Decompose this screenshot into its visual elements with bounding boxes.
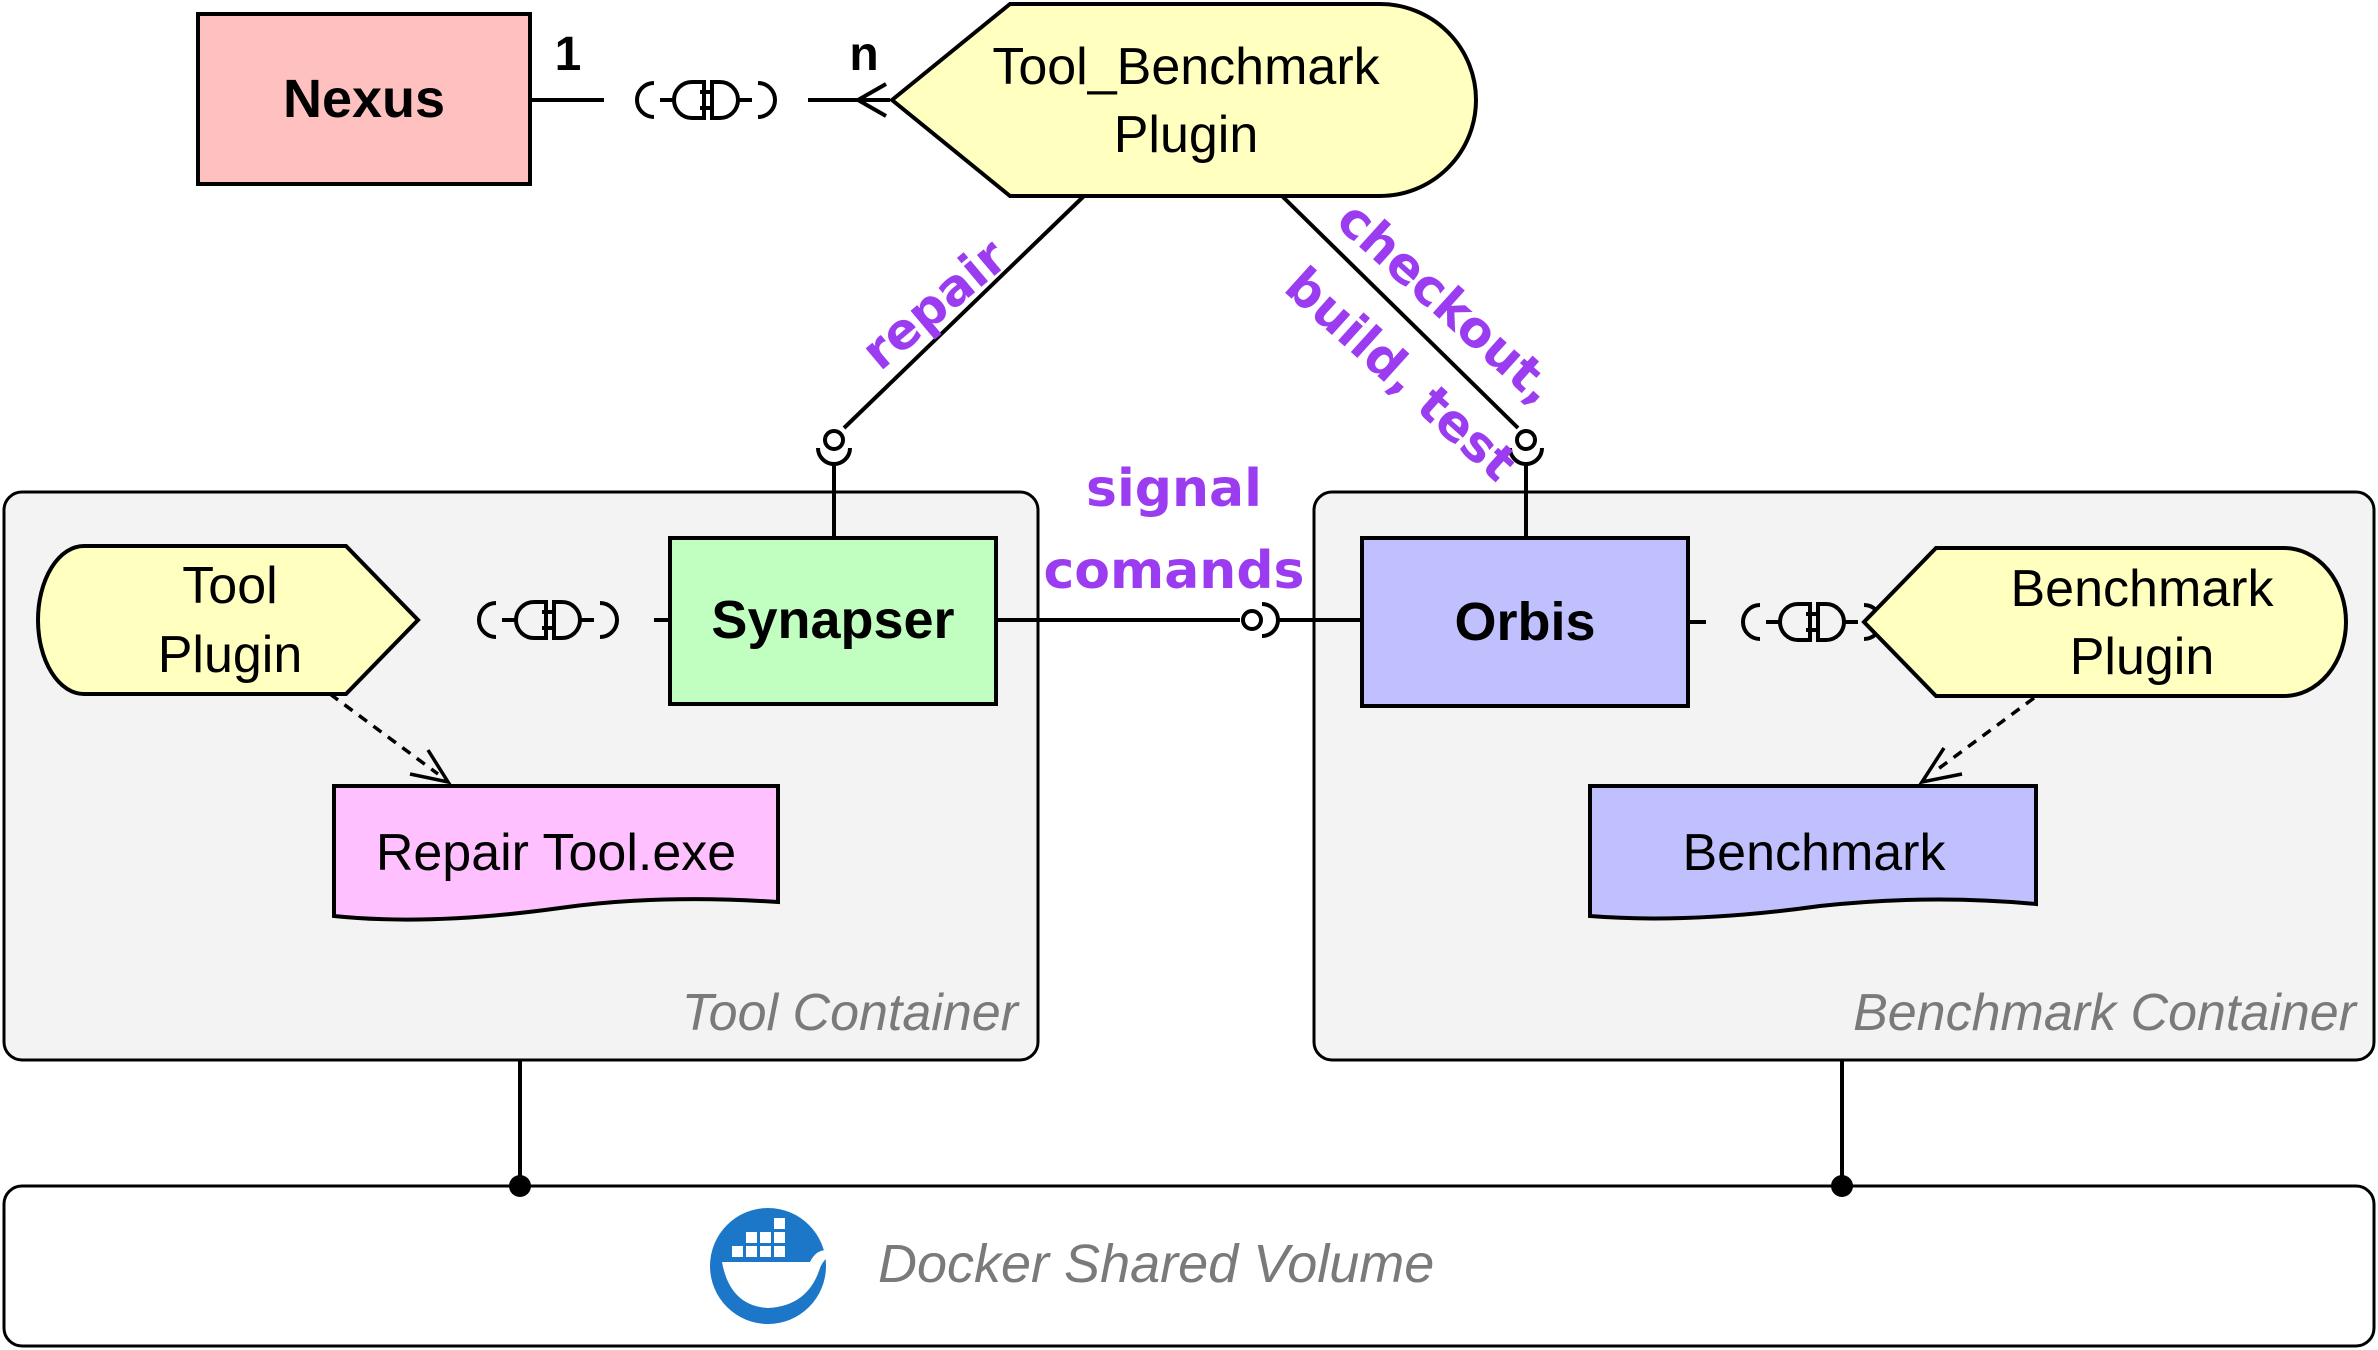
benchmark-plugin-line2: Plugin <box>2070 628 2215 686</box>
tool-container-label: Tool Container <box>682 984 1021 1042</box>
multiplicity-one: 1 <box>555 28 582 81</box>
repair-tool-node <box>332 784 780 922</box>
benchmark-plugin-dependency <box>1932 696 2036 774</box>
benchmark-container-label: Benchmark Container <box>1853 984 2359 1042</box>
tool-benchmark-plugin-node <box>888 1 1478 198</box>
benchmark-plugin-line1: Benchmark <box>2011 560 2275 618</box>
synapser-label: Synapser <box>711 590 954 650</box>
orbis-label: Orbis <box>1454 592 1595 652</box>
shared-volume-container <box>2 1184 2376 1348</box>
shared-volume-label: Docker Shared Volume <box>878 1234 1434 1294</box>
signal-edge-label-line1: signal <box>1086 459 1262 519</box>
benchmark-node <box>1588 784 2038 921</box>
tool-volume-joint <box>509 1175 531 1197</box>
crowfoot-arrow-icon <box>853 82 887 118</box>
nexus-plug-icon <box>635 78 777 122</box>
tool-benchmark-plugin-line1: Tool_Benchmark <box>992 38 1380 96</box>
tool-benchmark-plugin-line2: Plugin <box>1114 106 1259 164</box>
benchmark-volume-joint <box>1831 1175 1853 1197</box>
tool-plugin-dependency <box>328 692 440 776</box>
orbis-node <box>1360 536 1690 708</box>
synapser-node <box>668 536 998 706</box>
nexus-node <box>196 12 532 186</box>
benchmark-label: Benchmark <box>1683 824 1947 882</box>
signal-lollipop <box>1241 609 1263 631</box>
nexus-label: Nexus <box>283 69 445 129</box>
repair-tool-label: Repair Tool.exe <box>376 824 736 882</box>
orbis-lollipop <box>1515 429 1537 451</box>
signal-edge-label-line2: comands <box>1043 541 1304 601</box>
repair-edge-label: repair <box>850 227 1018 381</box>
dependency-arrowhead-icon <box>409 749 452 785</box>
tool-plugin-line2: Plugin <box>158 626 303 684</box>
checkout-edge <box>1280 194 1520 430</box>
tool-plugin-line1: Tool <box>182 557 277 615</box>
repair-edge <box>842 194 1086 430</box>
signal-socket <box>1261 602 1280 638</box>
tool-plugin-node <box>36 544 421 696</box>
benchmark-dependency-arrowhead-icon <box>1918 747 1963 785</box>
benchmark-plugin-node <box>1861 546 2348 698</box>
multiplicity-many: n <box>849 28 878 81</box>
docker-whale-icon <box>710 1208 832 1324</box>
synapser-lollipop <box>823 429 845 451</box>
